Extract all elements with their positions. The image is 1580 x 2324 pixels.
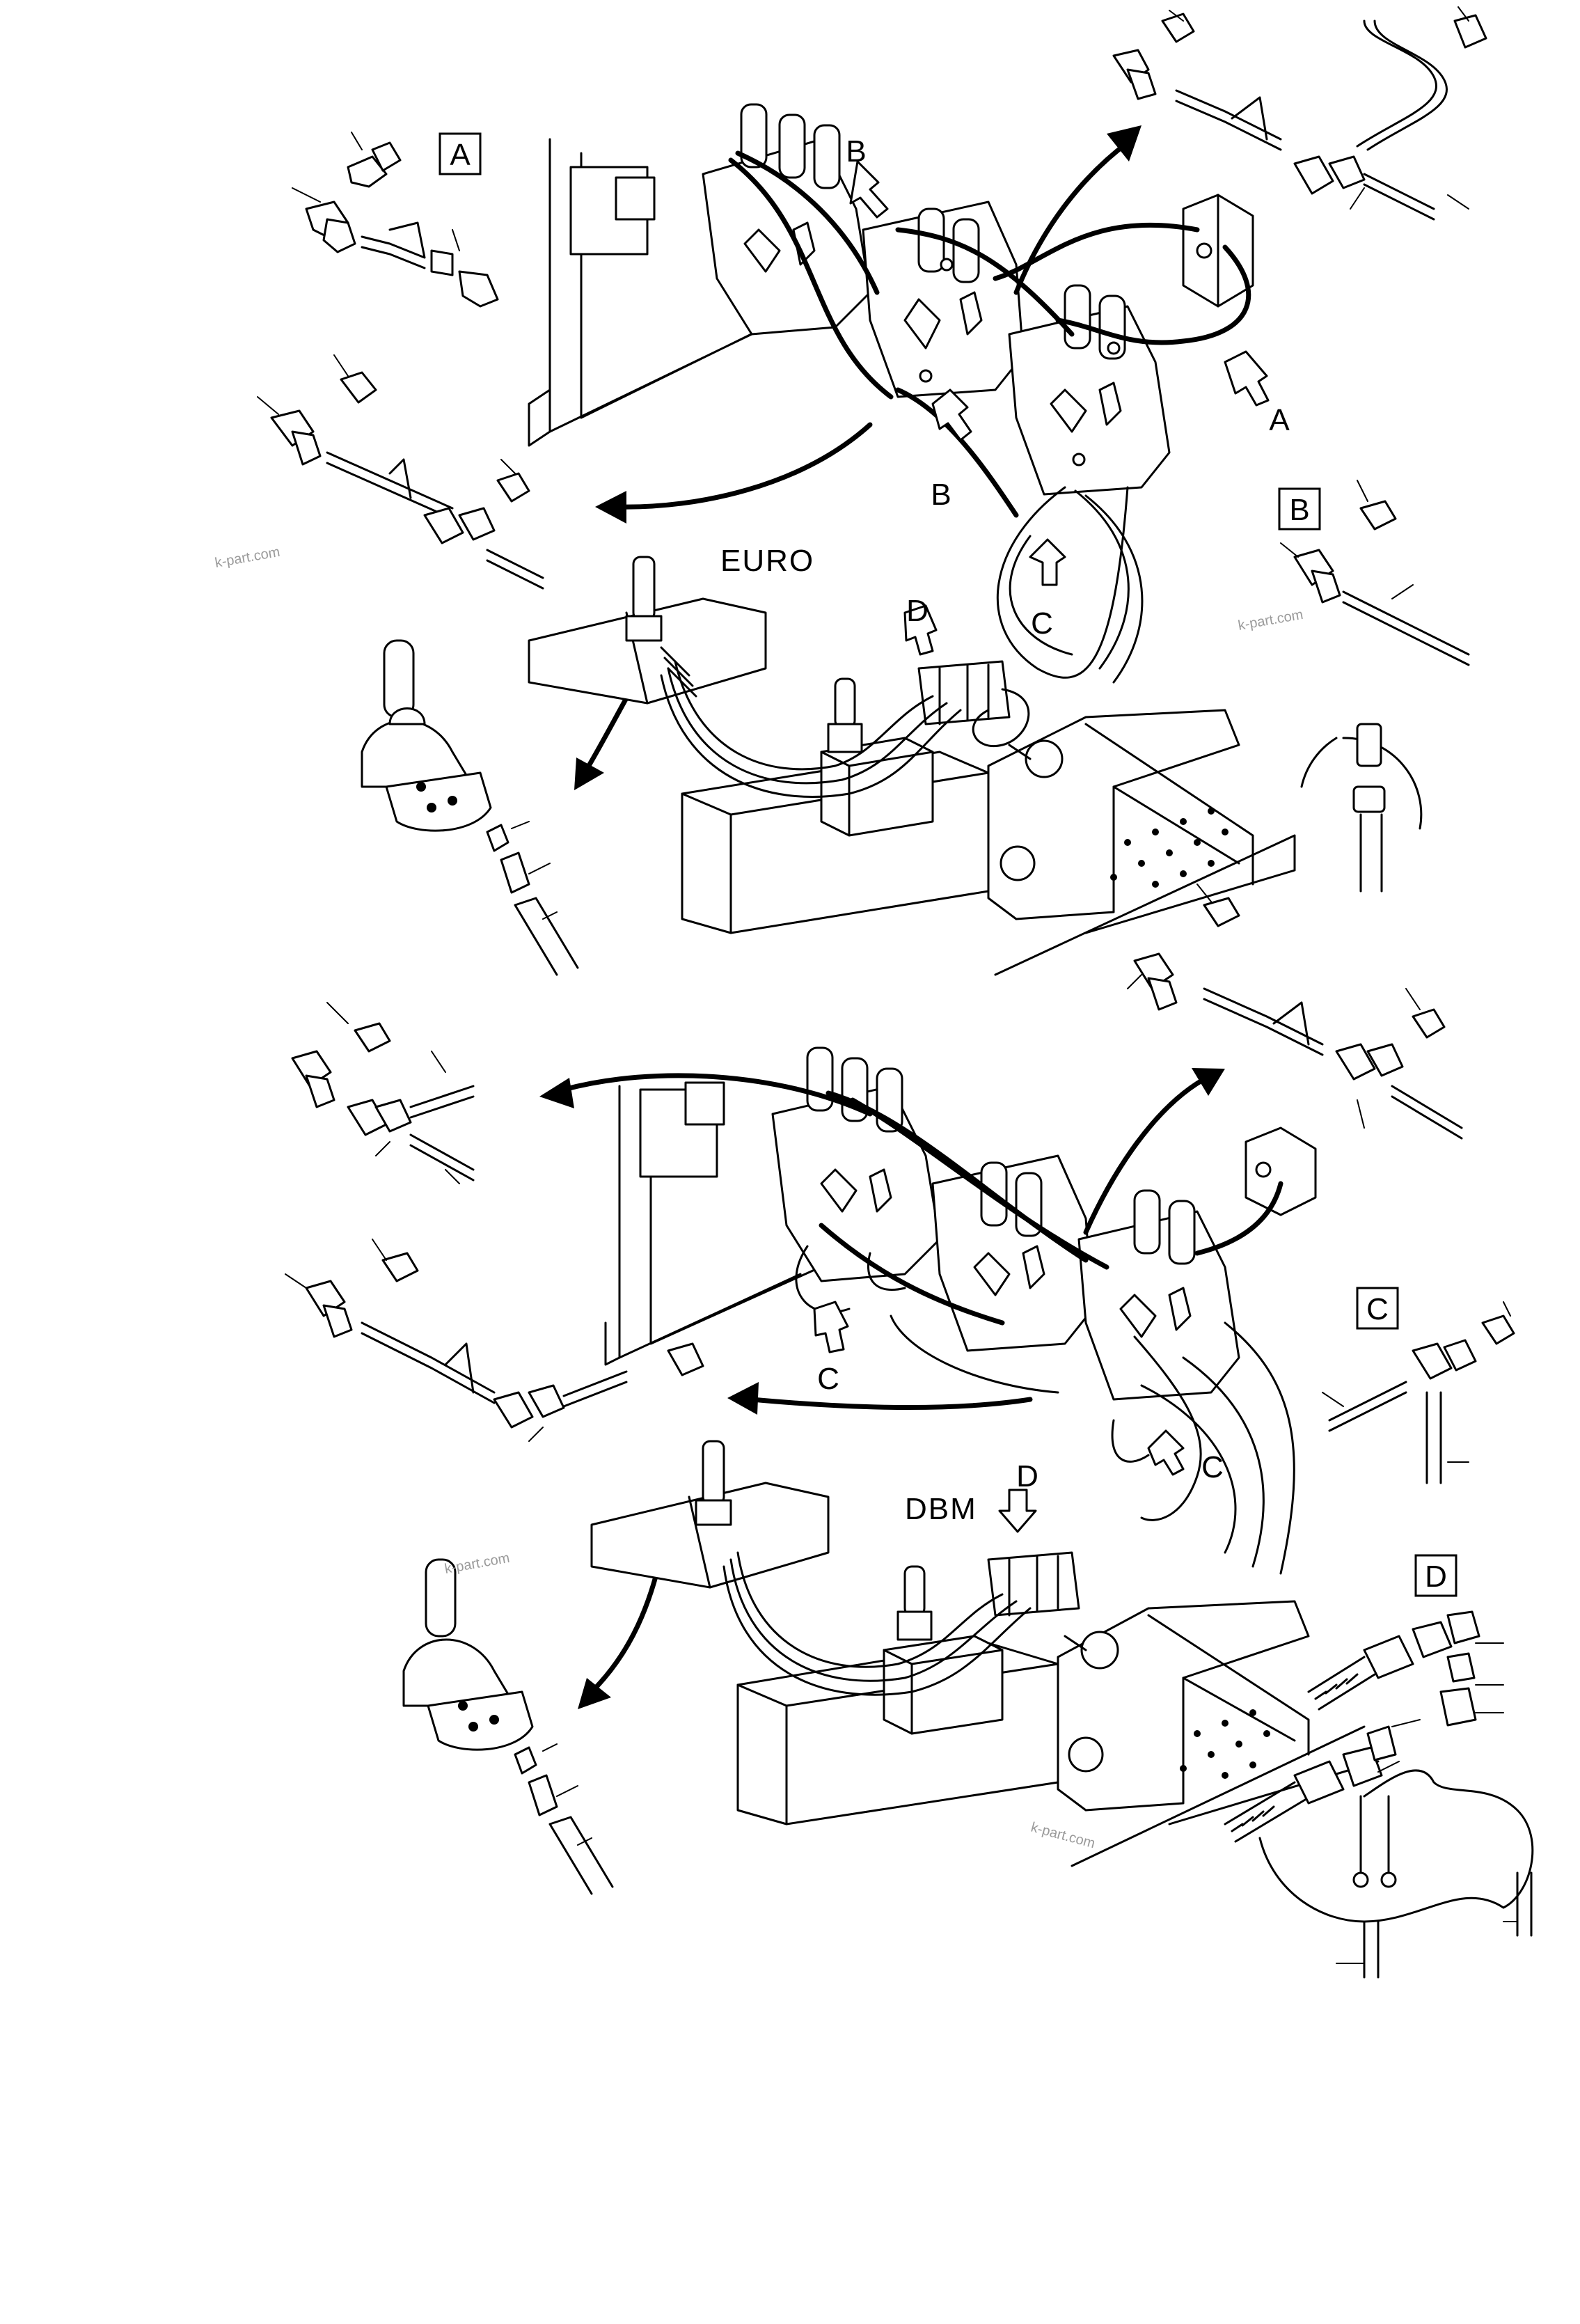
detail-c-fittings <box>1322 1301 1515 1484</box>
variant-label-euro: EURO <box>720 544 814 578</box>
callout-box-d <box>1414 1554 1457 1597</box>
pilot-hoses-euro <box>728 150 1251 684</box>
solenoid-box-euro <box>1182 194 1254 308</box>
detail-d-fittings <box>1224 1610 1534 1979</box>
detail-left-fittings <box>257 354 544 590</box>
detail-dbm-right-upper-fittings <box>1127 884 1463 1140</box>
callout-label-d-euro: D <box>906 594 929 628</box>
callout-label-d-box: D <box>1425 1560 1447 1594</box>
detail-dbm-left-lower-fittings <box>285 1239 704 1442</box>
callout-label-c-box: C <box>1366 1292 1389 1326</box>
base-casting-dbm <box>590 1440 1380 1867</box>
callout-label-c-dbm-right: C <box>1201 1450 1224 1484</box>
detail-dbm-left-upper-fittings <box>291 1002 475 1184</box>
pilot-hoses-dbm <box>795 1090 1295 1575</box>
detail-a-fittings <box>292 132 499 308</box>
valve-callout-arrows-euro <box>849 160 1270 656</box>
tank-frame-euro <box>528 138 781 447</box>
callout-box-c <box>1356 1287 1399 1330</box>
callout-label-a-box: A <box>450 138 471 172</box>
detail-top-right-fittings <box>1112 6 1487 221</box>
callout-label-d-dbm: D <box>1016 1459 1038 1493</box>
callout-label-c-euro: C <box>1031 606 1053 641</box>
callout-label-a-valve: A <box>1269 403 1290 437</box>
callout-box-a <box>439 132 482 175</box>
variant-label-dbm: DBM <box>905 1492 977 1526</box>
tank-frame-dbm <box>604 1081 830 1366</box>
labels: A B B A B EURO D C C C C D DBM D <box>439 132 1457 1597</box>
dbm-assembly <box>285 884 1534 1979</box>
base-casting-euro <box>528 556 1296 976</box>
valve-callout-arrows-dbm <box>813 1301 1185 1533</box>
joystick-exploded-dbm <box>402 1558 614 1895</box>
callout-label-c-dbm-left: C <box>817 1362 839 1396</box>
watermark-1: k-part.com <box>214 544 281 571</box>
solenoid-box-dbm <box>1245 1126 1317 1216</box>
watermark-2: k-part.com <box>1237 607 1304 634</box>
callout-label-b-top: B <box>846 134 866 168</box>
callout-label-b-box: B <box>1289 493 1309 527</box>
valve-bank-euro <box>702 103 1171 496</box>
callout-box-b <box>1278 487 1321 531</box>
watermark-3: k-part.com <box>443 1550 511 1577</box>
joystick-hoses-dbm <box>722 1551 1119 1696</box>
bolt-detail-circle <box>1300 723 1423 893</box>
detail-b-fittings <box>1280 480 1470 666</box>
euro-assembly <box>257 6 1487 976</box>
callout-label-b-bottom: B <box>931 478 951 512</box>
valve-bank-dbm <box>771 1046 1240 1401</box>
watermark-4: k-part.com <box>1029 1820 1097 1852</box>
joystick-hoses-euro <box>660 660 1064 798</box>
joystick-exploded-euro <box>361 639 579 976</box>
